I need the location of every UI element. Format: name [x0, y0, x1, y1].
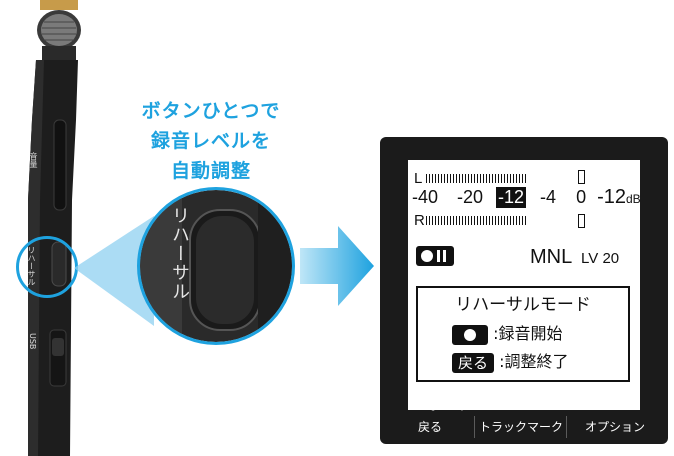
callout-line-2: 録音レベルを	[150, 130, 271, 152]
right-level-meter	[426, 216, 526, 225]
left-level-meter	[426, 174, 526, 183]
softkey-back[interactable]: 戻る	[417, 420, 442, 434]
record-pause-icon	[416, 246, 454, 266]
level-scale: -40 -20 -12 -4 0 -12dB	[412, 186, 641, 209]
start-record-label: 録音開始	[498, 324, 563, 343]
input-mode: MNL LV 20	[530, 246, 619, 269]
zoomed-ring	[137, 187, 295, 345]
scale-tick-highlighted: -12	[496, 187, 527, 208]
rehearsal-mode-dialog: リハーサルモード :録音開始 戻る :調整終了	[416, 286, 630, 382]
scale-unit: dB	[626, 192, 641, 206]
home-label: ホーム	[427, 399, 464, 413]
home-hint: ホーム	[412, 397, 463, 414]
right-channel-label: R	[414, 212, 425, 229]
left-peak-indicator	[578, 170, 585, 184]
left-channel-label: L	[414, 170, 423, 187]
right-peak-indicator	[578, 214, 585, 228]
scale-tick-6: -12	[597, 186, 626, 208]
end-adjust-label: 調整終了	[504, 352, 569, 371]
lcd-screen: L -40 -20 -12 -4 0 -12dB R MNL LV 20 リハー…	[408, 160, 641, 410]
input-mode-value: MNL	[530, 246, 572, 268]
softkey-options[interactable]: オプション	[566, 416, 663, 438]
back-key-label: 戻る	[452, 352, 495, 373]
rehearsal-mode-title: リハーサルモード	[455, 295, 591, 315]
end-adjust-row: 戻る :調整終了	[452, 348, 569, 373]
input-level-value: LV 20	[581, 250, 620, 267]
arrow-right-icon	[300, 226, 374, 306]
home-pill-icon	[412, 403, 424, 410]
volume-label: 音量	[29, 152, 38, 168]
callout-line-3: 自動調整	[170, 160, 251, 182]
callout-pointer	[74, 216, 154, 326]
scale-tick-4: -4	[540, 187, 557, 207]
scale-tick-1: -40	[412, 187, 439, 207]
callout-line-1: ボタンひとつで	[141, 100, 281, 122]
softkey-bar: 戻る トラックマーク オプション	[386, 416, 662, 440]
rehearsal-highlight-ring	[16, 236, 78, 298]
start-record-row: :録音開始	[452, 320, 563, 345]
softkey-track-mark[interactable]: トラックマーク	[474, 416, 567, 438]
record-button-icon	[452, 324, 488, 345]
scale-tick-5: 0	[576, 187, 587, 207]
usb-label: USB	[28, 333, 37, 350]
callout-text: ボタンひとつで 録音レベルを 自動調整	[136, 96, 286, 186]
scale-tick-2: -20	[457, 187, 484, 207]
